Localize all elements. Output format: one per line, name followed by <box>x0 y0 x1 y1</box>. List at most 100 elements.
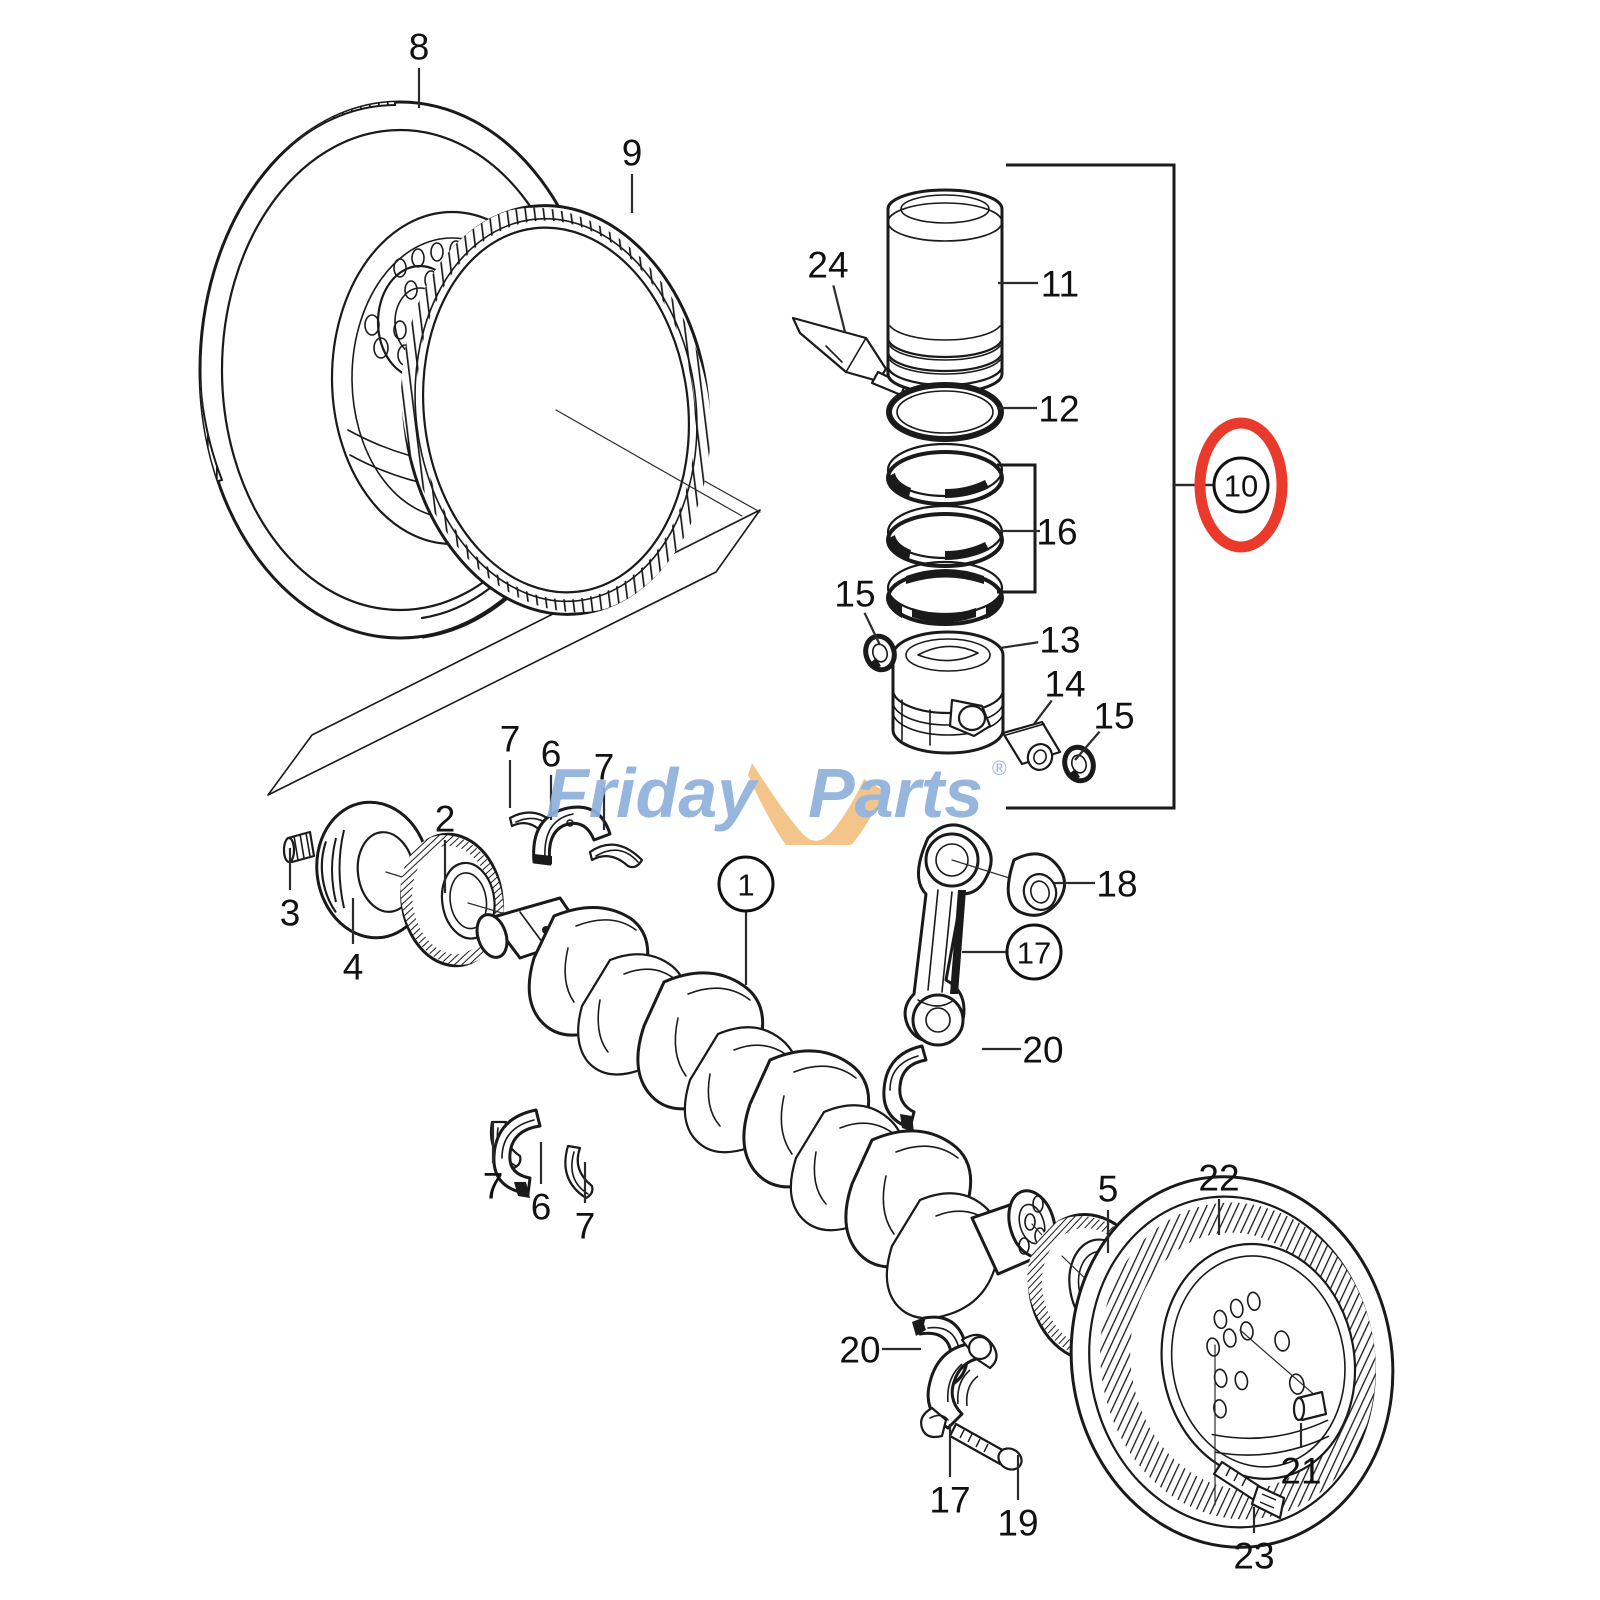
bearing-shell-part-7-upper-right <box>588 843 644 869</box>
callout-4: 4 <box>343 898 364 988</box>
rod-bearing-part-20-upper <box>882 1044 928 1132</box>
crankshaft-part-1 <box>475 896 1093 1320</box>
callout-2: 2 <box>435 799 456 893</box>
callout-5: 5 <box>1098 1169 1119 1253</box>
snap-ring-part-15-right <box>1062 744 1096 784</box>
piston-pin-part-14 <box>1001 720 1062 771</box>
projection-plane <box>267 509 761 796</box>
callout-number: 16 <box>1036 512 1077 553</box>
callout-18: 18 <box>1054 864 1138 905</box>
highlight-ellipse <box>1194 417 1288 553</box>
callout-number: 22 <box>1198 1158 1239 1199</box>
callout-number: 20 <box>1022 1030 1063 1071</box>
crankshaft-assembly <box>282 800 1154 1363</box>
callout-7: 7 <box>500 719 521 808</box>
callout-number: 7 <box>500 719 521 760</box>
callout-number: 15 <box>1093 696 1134 737</box>
callout-number: 5 <box>1098 1169 1119 1210</box>
callout-3: 3 <box>280 848 301 934</box>
callout-number: 3 <box>280 893 301 934</box>
callout-number: 20 <box>839 1330 880 1371</box>
callout-22: 22 <box>1198 1158 1240 1235</box>
callout-number: 1 <box>737 868 754 903</box>
connecting-rod-part-17 <box>903 823 1023 1047</box>
callout-number: 8 <box>409 27 430 68</box>
callout-number: 7 <box>594 747 615 788</box>
callout-19: 19 <box>997 1455 1039 1544</box>
callout-number: 15 <box>834 574 875 615</box>
callout-7: 7 <box>483 1122 504 1207</box>
callout-10: 10 <box>1175 417 1288 553</box>
callout-7: 7 <box>594 747 615 830</box>
dowel-pin-part-3 <box>282 830 316 864</box>
leader-line <box>832 285 847 333</box>
callout-15: 15 <box>834 574 881 646</box>
rod-bolt-part-19 <box>948 1422 1023 1471</box>
callout-number: 7 <box>483 1166 504 1207</box>
callout-number: 13 <box>1039 620 1080 661</box>
callout-7: 7 <box>575 1162 596 1247</box>
callout-21: 21 <box>1280 1423 1322 1492</box>
callout-number: 6 <box>531 1187 552 1228</box>
dowel-part-21 <box>1292 1390 1328 1422</box>
piston-ring <box>886 504 1004 568</box>
callout-circle <box>1005 923 1063 981</box>
callout-number: 23 <box>1233 1536 1274 1577</box>
callout-circle <box>717 855 775 913</box>
callout-number: 17 <box>1017 936 1051 971</box>
callout-number: 6 <box>541 734 562 775</box>
callout-24: 24 <box>807 245 849 333</box>
callout-number: 2 <box>435 799 456 840</box>
callout-number: 12 <box>1038 389 1079 430</box>
callout-number: 7 <box>575 1206 596 1247</box>
callout-number: 4 <box>343 947 364 988</box>
callout-17: 17 <box>929 1424 971 1521</box>
flywheel-assembly <box>198 100 761 796</box>
callout-13: 13 <box>999 620 1081 661</box>
callout-23: 23 <box>1233 1507 1275 1577</box>
ring-gear-teeth <box>401 204 711 616</box>
callout-circle <box>1212 456 1270 514</box>
callout-number: 19 <box>997 1503 1038 1544</box>
callout-1: 1 <box>717 855 775 985</box>
leader-line <box>999 641 1039 650</box>
callout-20: 20 <box>982 1030 1064 1071</box>
callout-9: 9 <box>622 133 643 213</box>
callout-12: 12 <box>997 389 1080 430</box>
callout-number: 17 <box>929 1480 970 1521</box>
cylinder-liner-part-11 <box>886 188 1004 395</box>
leader-line <box>863 612 881 646</box>
liner-o-ring-part-12 <box>886 382 1004 442</box>
callout-number: 9 <box>622 133 643 174</box>
callout-number: 10 <box>1224 469 1258 504</box>
callout-14: 14 <box>1033 664 1086 725</box>
callout-15: 15 <box>1074 696 1135 761</box>
pulley-bolt-part-23 <box>1212 1460 1286 1520</box>
pulley-damper-part-22 <box>1069 1175 1395 1549</box>
callout-number: 21 <box>1280 1451 1321 1492</box>
bearing-shell-part-6-lower <box>492 1108 542 1198</box>
small-end-bushing-part-18 <box>1006 852 1066 917</box>
callout-6: 6 <box>531 1142 552 1228</box>
bearing-shell-part-7-lower-right <box>564 1144 594 1200</box>
piston-ring-oil-control <box>886 560 1004 626</box>
rod-cap-part-17-lower <box>920 1333 998 1439</box>
callout-number: 24 <box>807 245 848 286</box>
callout-20: 20 <box>839 1330 921 1371</box>
callout-16: 16 <box>997 512 1078 553</box>
callout-6: 6 <box>541 734 562 820</box>
callout-11: 11 <box>998 264 1079 305</box>
leader-line <box>1033 699 1053 725</box>
piston-ring <box>886 442 1004 506</box>
callout-17: 17 <box>962 923 1063 981</box>
callout-number: 14 <box>1044 664 1085 705</box>
piston-part-13 <box>891 630 1005 755</box>
bearing-shell-part-6-upper <box>532 805 612 866</box>
callout-number: 11 <box>1041 264 1079 305</box>
snap-ring-part-15-left <box>863 633 897 673</box>
callout-number: 18 <box>1096 864 1137 905</box>
piston-kit-group <box>791 163 1212 810</box>
callout-layer: 1234566777789101112131415151617171819202… <box>280 27 1322 1577</box>
